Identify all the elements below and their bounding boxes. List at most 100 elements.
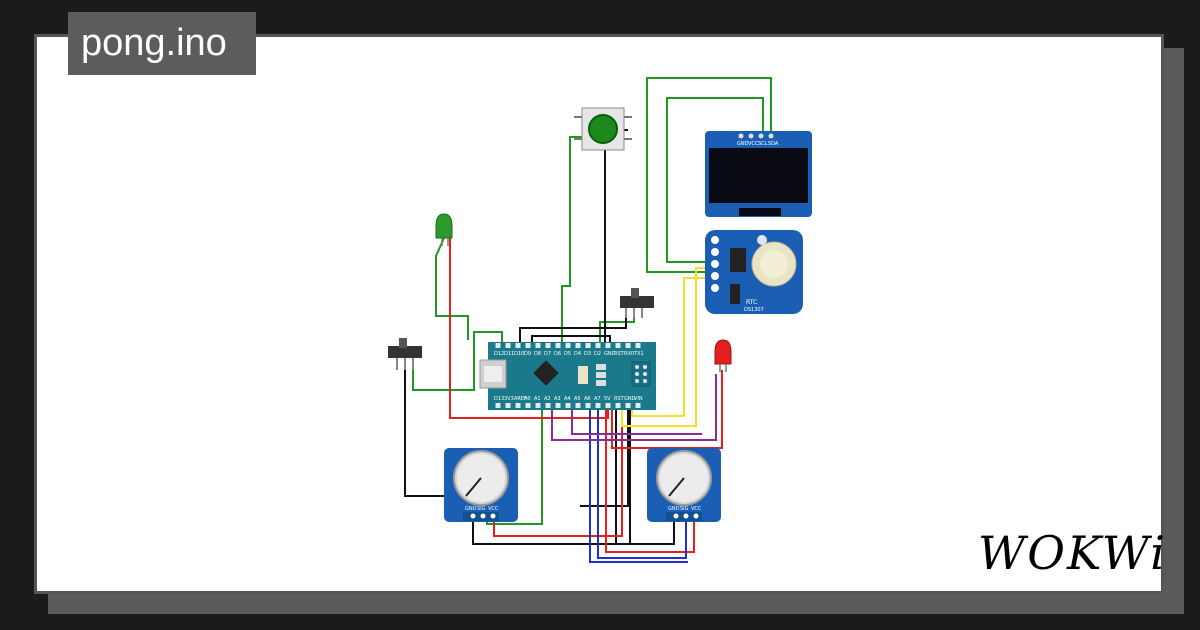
nano-bottom-pin-label: A6 (584, 396, 591, 402)
nano-top-pin (575, 343, 581, 348)
nano-bottom-pin-label: RST (614, 396, 625, 402)
oled-pin-vcc: VCC (748, 141, 759, 147)
wire-black-bus-top2 (531, 335, 611, 346)
nano-bottom-pin (615, 403, 621, 408)
nano-top-pin (565, 343, 571, 348)
nano-bottom-pin-label: A7 (594, 396, 601, 402)
led-red (714, 339, 732, 372)
wire-black-bus-top (519, 310, 627, 346)
nano-top-pin (595, 343, 601, 348)
nano-top-pin-label: D6 (554, 351, 561, 357)
wire-black-button (604, 129, 628, 346)
rtc-label: RTC (746, 299, 757, 306)
project-title[interactable]: pong.ino (68, 12, 256, 75)
pot2-pin-sig: SIG (680, 506, 689, 512)
nano-bottom-pin (535, 403, 541, 408)
wire-purple-a1 (571, 404, 702, 435)
nano-top-pin (495, 343, 501, 348)
nano-bottom-pin (495, 403, 501, 408)
nano-top-pin (615, 343, 621, 348)
pot2-pin-gnd: GND (668, 506, 680, 512)
wire-purple-a0 (551, 374, 717, 441)
wire-yellow-rtc-2 (631, 277, 708, 417)
potentiometer-2[interactable]: GND SIG VCC (647, 448, 721, 522)
nano-bottom-pin (545, 403, 551, 408)
wire-blue-pot1 (597, 404, 687, 559)
nano-top-pin (605, 343, 611, 348)
nano-top-pin (585, 343, 591, 348)
nano-top-pin-label: GND (604, 351, 616, 357)
nano-bottom-pin (605, 403, 611, 408)
rtc-model: DS1307 (744, 307, 764, 313)
nano-bottom-pin (505, 403, 511, 408)
pot2-pin-vcc: VCC (691, 506, 702, 512)
nano-bottom-pin-label: VIN (634, 396, 643, 402)
pot1-pin-gnd: GND (465, 506, 477, 512)
nano-top-pin (515, 343, 521, 348)
nano-bottom-pin-label: AREF (514, 396, 527, 402)
nano-top-pin (545, 343, 551, 348)
nano-bottom-pin (635, 403, 641, 408)
nano-top-pin-label: D5 (564, 351, 571, 357)
led-green (435, 213, 453, 246)
wire-green-button (561, 136, 582, 346)
nano-bottom-pin (515, 403, 521, 408)
wire-green-oled-scl (666, 97, 764, 263)
nano-top-pin (625, 343, 631, 348)
wire-blue-pot2 (589, 404, 688, 563)
nano-bottom-pin (595, 403, 601, 408)
wire-black-gnd-right (580, 406, 629, 507)
nano-top-pin-label: D2 (594, 351, 601, 357)
nano-bottom-pin-label: GND (624, 396, 636, 402)
nano-bottom-pin-label: A3 (554, 396, 561, 402)
nano-bottom-pin (555, 403, 561, 408)
nano-top-pin-label: D9 (524, 351, 531, 357)
slide-switch-left[interactable] (388, 338, 422, 370)
nano-bottom-pin-label: A2 (544, 396, 551, 402)
oled-pin-sda: SDA (768, 141, 779, 147)
oled-display: GND VCC SCL SDA (705, 131, 812, 217)
nano-top-pin (535, 343, 541, 348)
nano-top-pin (505, 343, 511, 348)
nano-bottom-pin-label: 3V3 (504, 396, 514, 402)
nano-top-pin (555, 343, 561, 348)
wire-red-pot1-vcc (493, 406, 623, 537)
nano-bottom-pin-label: A0 (524, 396, 531, 402)
nano-top-pin-label: D4 (574, 351, 581, 357)
slide-switch-right[interactable] (620, 288, 654, 318)
nano-top-pin (525, 343, 531, 348)
wire-black-pot2-gnd (615, 406, 675, 545)
rtc-module: RTC DS1307 (705, 230, 803, 314)
nano-top-pin-label: RST (614, 351, 625, 357)
wire-green-led (435, 237, 469, 340)
wire-red-led-green (449, 236, 609, 419)
wire-green-oled-sda (646, 77, 772, 273)
nano-bottom-pin-label: 5V (604, 396, 611, 402)
potentiometer-1[interactable]: GND SIG VCC (444, 448, 518, 522)
nano-bottom-pin (585, 403, 591, 408)
nano-bottom-pin-label: A5 (574, 396, 581, 402)
nano-bottom-pin (575, 403, 581, 408)
nano-top-pin-label: D11 (504, 351, 514, 357)
nano-top-pin-label: RX0 (624, 351, 634, 357)
oled-pin-gnd: GND (737, 141, 749, 147)
push-button[interactable] (574, 107, 632, 151)
oled-pin-scl: SCL (758, 141, 768, 147)
nano-bottom-pin (525, 403, 531, 408)
nano-top-pin-label: TX1 (633, 351, 644, 357)
wokwi-logo: WOKWi (978, 526, 1167, 580)
wire-black-pot1-gnd (472, 406, 631, 545)
nano-bottom-pin-label: D13 (494, 396, 504, 402)
nano-top-pin-label: D12 (494, 351, 504, 357)
nano-bottom-pin-label: A4 (564, 396, 571, 402)
nano-top-pin-label: D3 (584, 351, 591, 357)
wire-green-switch-left (412, 331, 503, 391)
nano-top-pin-label: D7 (544, 351, 551, 357)
nano-top-pin-label: D10 (514, 351, 524, 357)
wire-yellow-rtc-1 (621, 267, 708, 427)
pot1-pin-vcc: VCC (488, 506, 499, 512)
nano-bottom-pin (625, 403, 631, 408)
wire-red-pot2-vcc (605, 406, 695, 553)
